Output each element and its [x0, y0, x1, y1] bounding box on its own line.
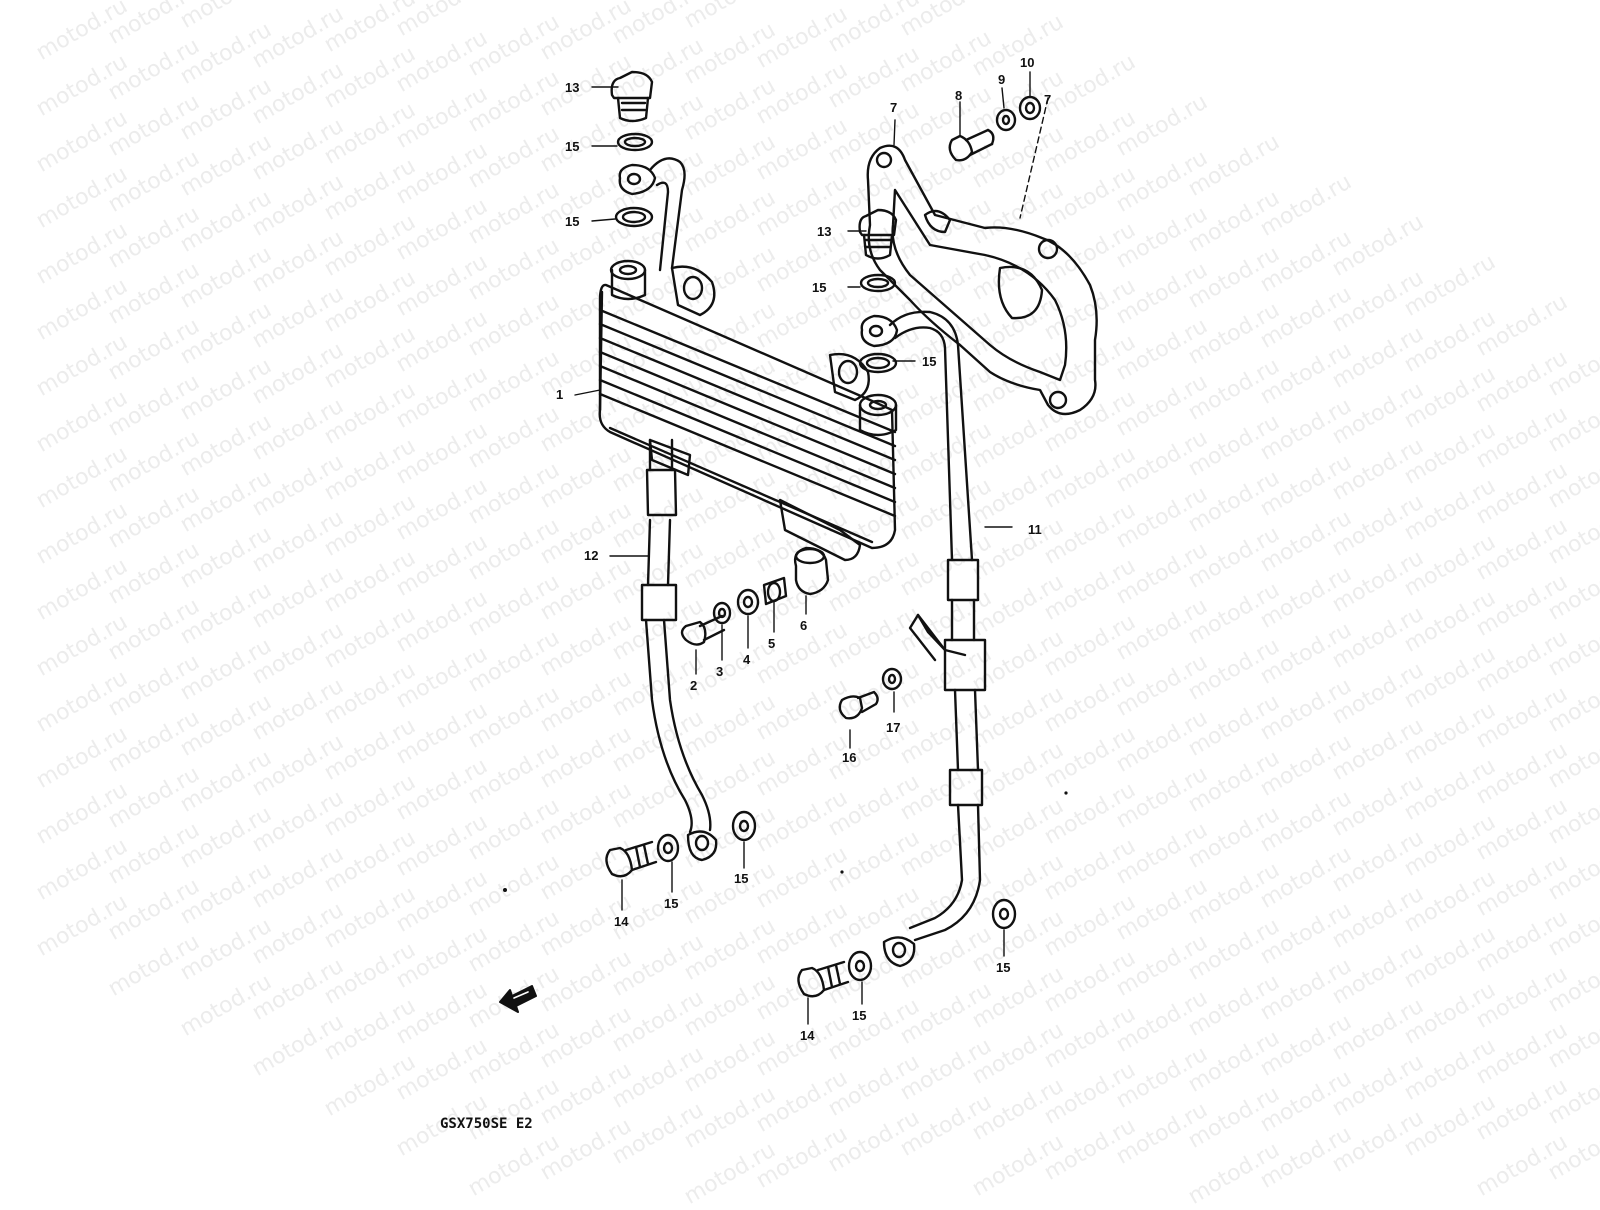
upper-left-banjo-stack [610, 70, 686, 272]
bolt-washers-8-10 [948, 95, 1042, 162]
callout-14-right: 14 [800, 1028, 815, 1043]
oil-cooler-bracket [866, 144, 1098, 416]
model-caption: GSX750SE E2 [440, 1116, 533, 1132]
callout-12: 12 [584, 548, 598, 563]
leader-lines [574, 71, 1049, 1025]
callout-1: 1 [556, 387, 563, 402]
upper-middle-banjo-stack [858, 208, 899, 374]
lower-right-banjo-stack [797, 898, 1017, 998]
scan-specks [503, 791, 1068, 892]
callout-2: 2 [690, 678, 697, 693]
callout-13-upper-left: 13 [565, 80, 579, 95]
callout-15-g: 15 [852, 1008, 866, 1023]
callout-3: 3 [716, 664, 723, 679]
callout-10: 10 [1020, 55, 1034, 70]
callout-9: 9 [998, 72, 1005, 87]
callout-11: 11 [1028, 522, 1042, 537]
callout-15-d: 15 [922, 354, 936, 369]
front-direction-arrow-icon [499, 985, 537, 1013]
callout-15-c: 15 [812, 280, 826, 295]
callout-4: 4 [743, 652, 751, 667]
oil-pipe-12 [640, 438, 712, 834]
callout-7-bracket: 7 [890, 100, 897, 115]
lower-left-banjo-stack [605, 810, 757, 878]
bolt-washer-stack-2-6 [680, 546, 830, 646]
oil-pipe-11 [888, 310, 987, 942]
callout-15-h: 15 [996, 960, 1010, 975]
callout-15-b: 15 [565, 214, 579, 229]
callout-16: 16 [842, 750, 856, 765]
bolt-washer-16-17 [838, 667, 903, 720]
callout-7-dashed: 7 [1044, 92, 1051, 107]
callout-labels: 1 2 3 4 5 6 7 7 8 9 10 11 12 13 13 14 14… [440, 55, 1051, 1132]
callout-13-upper-middle: 13 [817, 224, 831, 239]
oil-cooler-core [598, 259, 898, 562]
callout-17: 17 [886, 720, 900, 735]
callout-6: 6 [800, 618, 807, 633]
callout-15-a: 15 [565, 139, 579, 154]
callout-15-e: 15 [664, 896, 678, 911]
callout-5: 5 [768, 636, 775, 651]
callout-14-left: 14 [614, 914, 629, 929]
callout-8: 8 [955, 88, 962, 103]
callout-15-f: 15 [734, 871, 748, 886]
